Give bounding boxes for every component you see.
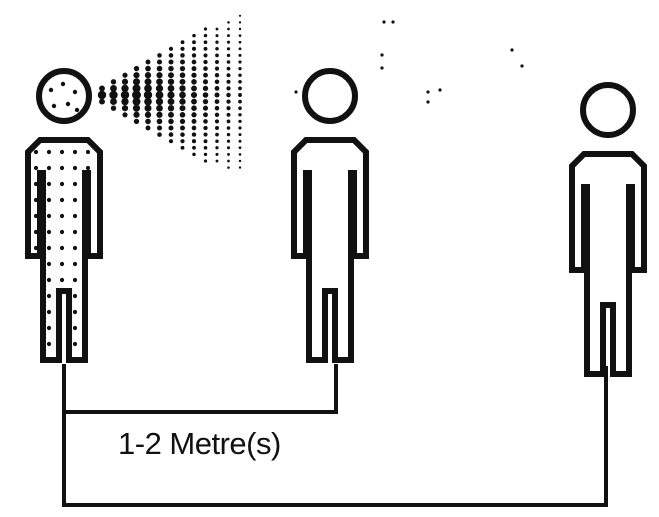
distance-label: 1-2 Metre(s) [118,426,281,462]
near-distance-bracket [64,364,336,412]
person-icon-body [294,140,366,360]
person-icon-body [572,154,644,374]
person-icon-head [583,85,633,135]
person-icon-head [39,71,89,121]
person-1-infected-person [28,71,100,360]
person-2-near-person [294,71,366,360]
person-icon-body [28,140,100,360]
person-3-far-person [572,85,644,374]
person-icon-head [305,71,355,121]
